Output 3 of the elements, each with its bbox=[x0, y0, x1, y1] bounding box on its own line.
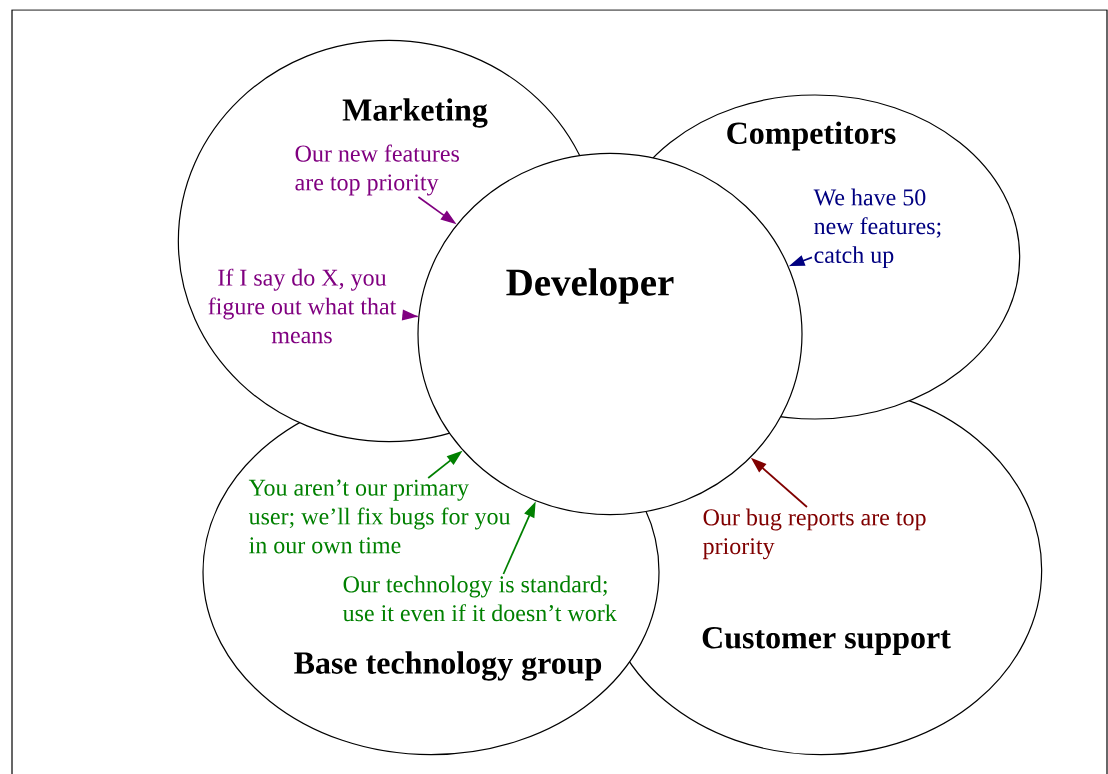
quote-text: We have 50 new features; catch up bbox=[813, 188, 941, 268]
arrow bbox=[401, 309, 419, 321]
quote-text: If I say do X, you figure out what that means bbox=[208, 268, 397, 344]
